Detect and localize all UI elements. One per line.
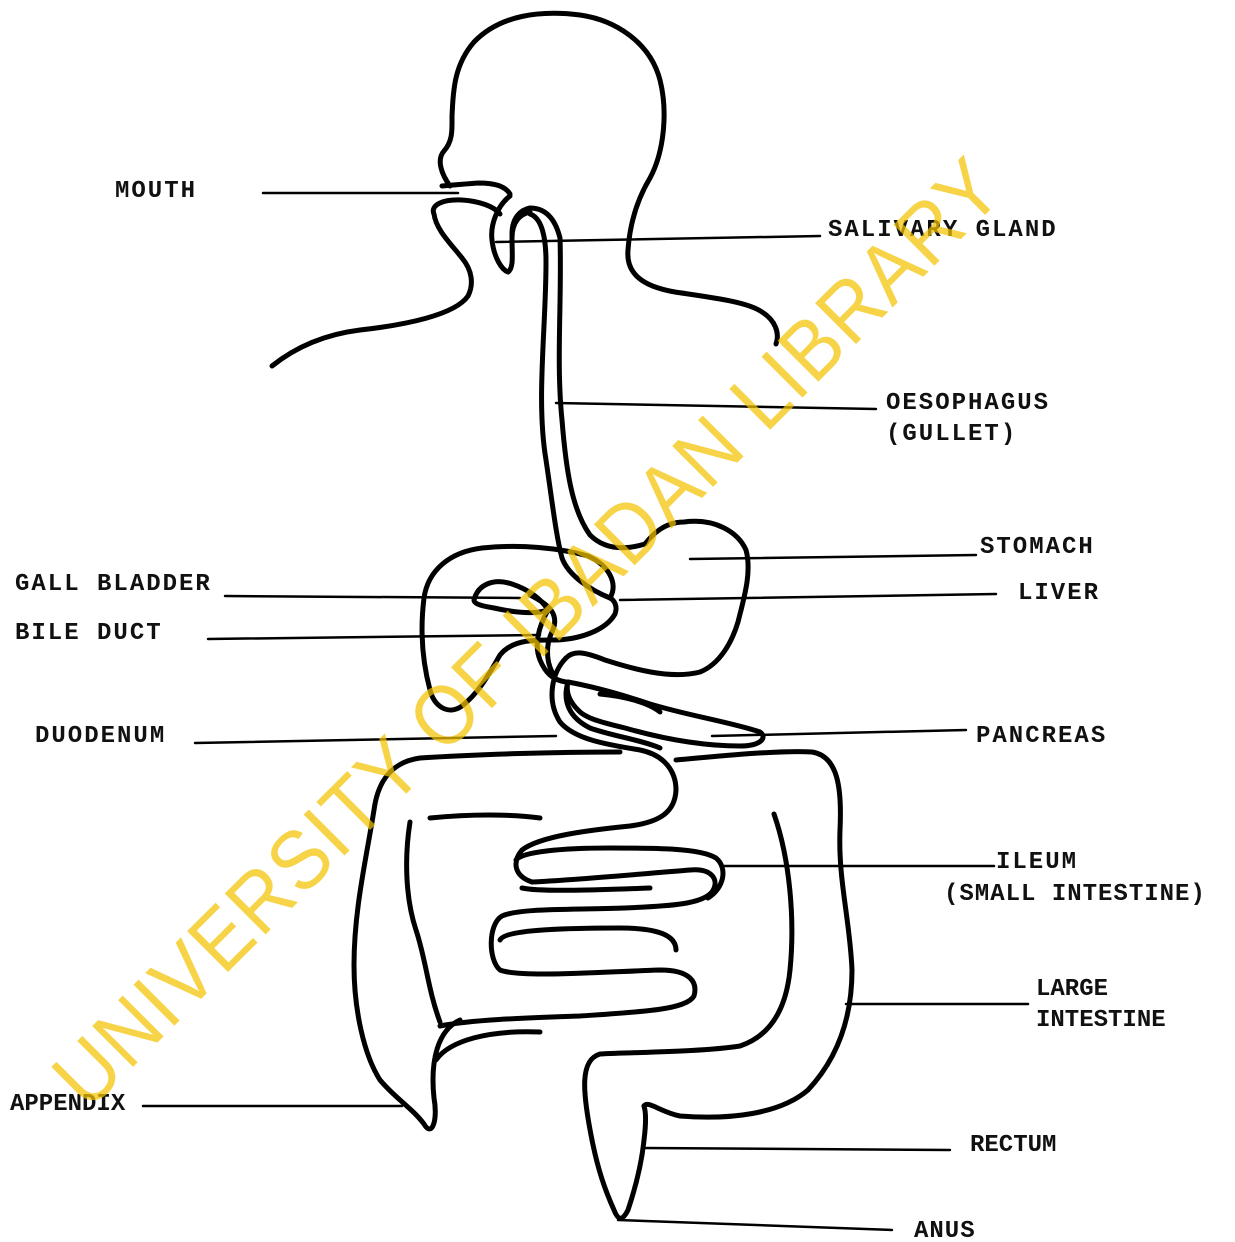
- leader-stomach: [690, 555, 976, 559]
- label-oesophagus: OESOPHAGUS: [886, 390, 1050, 417]
- label-stomach: STOMACH: [980, 534, 1095, 561]
- body-outline: [272, 13, 777, 366]
- labels: MOUTH SALIVARY GLAND OESOPHAGUS (GULLET)…: [10, 178, 1206, 1242]
- watermark: UNIVERSITY OF IBADAN LIBRARY: [34, 139, 1020, 1125]
- label-bile-duct: BILE DUCT: [15, 620, 163, 647]
- label-pancreas: PANCREAS: [976, 723, 1107, 750]
- label-gall-bladder: GALL BLADDER: [15, 571, 212, 598]
- label-small-intestine: (SMALL INTESTINE): [944, 881, 1206, 908]
- large-intestine: [354, 752, 852, 1140]
- label-large: LARGE: [1036, 976, 1108, 1003]
- head-outline: [440, 13, 777, 344]
- label-intestine: INTESTINE: [1036, 1007, 1166, 1034]
- label-liver: LIVER: [1018, 580, 1100, 607]
- rectum: [592, 1106, 646, 1218]
- leader-anus: [618, 1220, 892, 1230]
- leader-liver: [620, 594, 996, 600]
- label-duodenum: DUODENUM: [35, 723, 166, 750]
- throat-outline: [272, 200, 500, 366]
- label-rectum: RECTUM: [970, 1132, 1056, 1159]
- label-mouth: MOUTH: [115, 178, 197, 205]
- label-gullet: (GULLET): [886, 421, 1017, 448]
- label-ileum: ILEUM: [996, 849, 1078, 876]
- small-intestine: [440, 848, 723, 1026]
- leader-rectum: [644, 1148, 950, 1150]
- label-anus: ANUS: [914, 1218, 976, 1242]
